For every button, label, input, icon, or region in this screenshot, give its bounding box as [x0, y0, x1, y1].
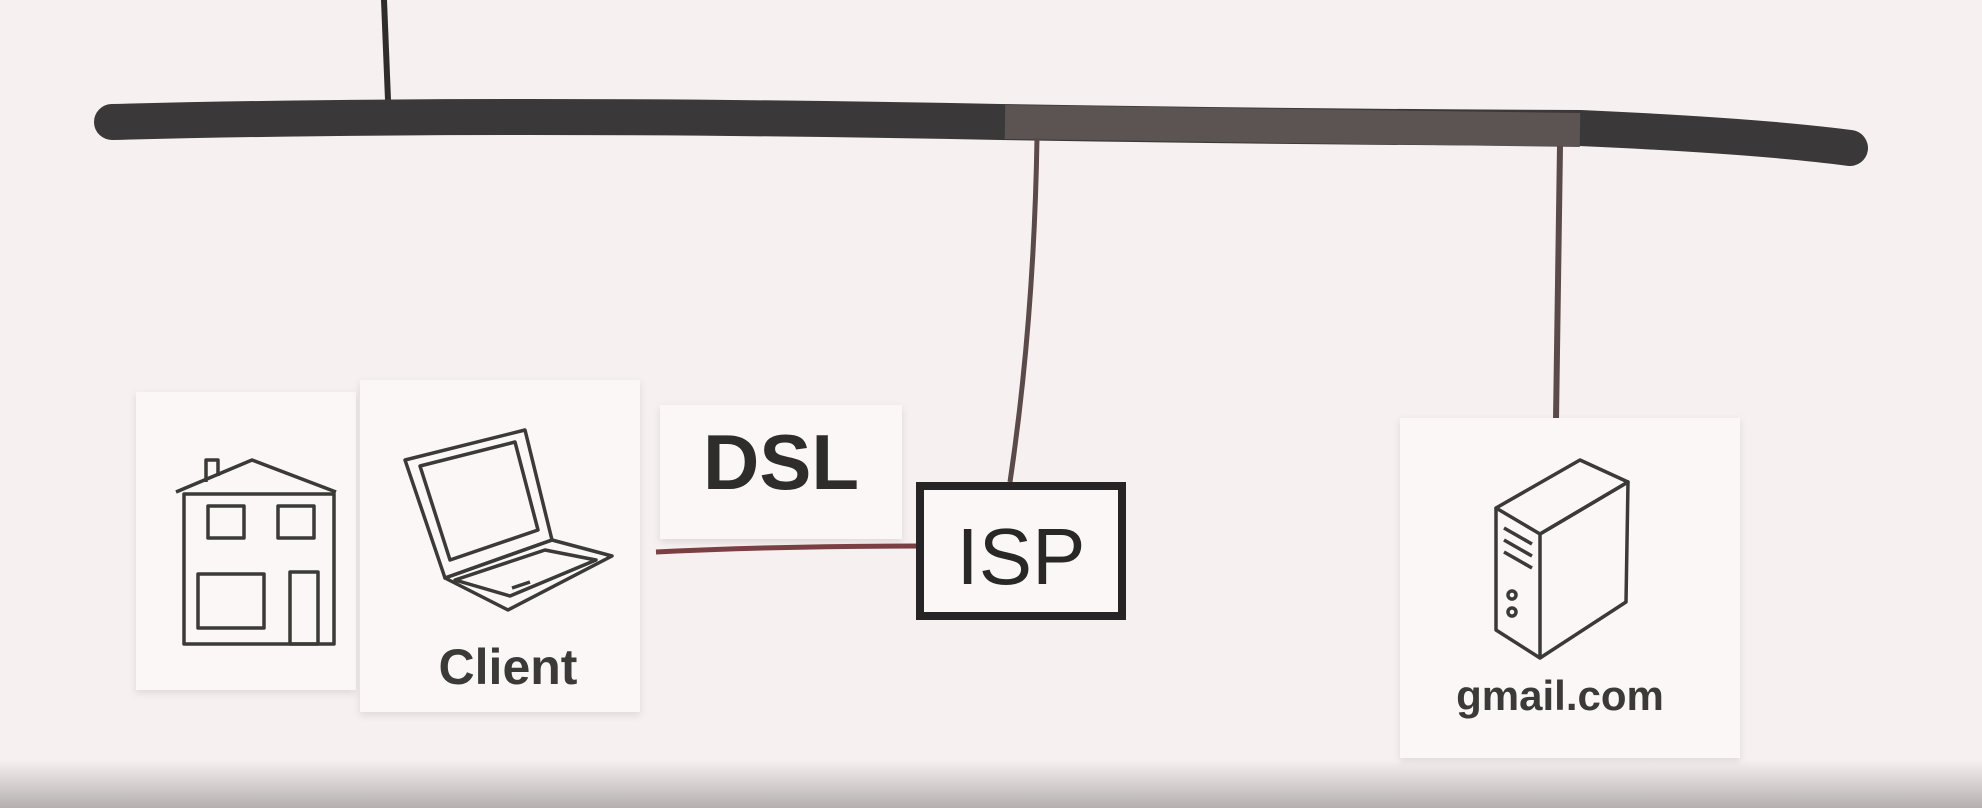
dsl-link-line: [655, 543, 921, 555]
isp-box: ISP: [916, 482, 1126, 620]
isp-connector-line: [1007, 137, 1040, 483]
backbone-middle-segment: [1004, 105, 1581, 147]
internet-backbone: [94, 99, 1868, 166]
isp-label: ISP: [957, 512, 1086, 601]
server-tower-icon: [1494, 458, 1630, 660]
client-card: Client: [360, 380, 640, 712]
laptop-icon: [403, 428, 614, 612]
dsl-label: DSL: [703, 418, 859, 506]
bottom-shadow: [0, 760, 1982, 808]
uplink-line: [381, 0, 391, 103]
server-connector-line: [1553, 145, 1563, 421]
dsl-card: DSL: [660, 405, 902, 539]
house-icon: [175, 458, 337, 646]
client-label: Client: [439, 639, 578, 695]
server-card: gmail.com: [1400, 418, 1740, 758]
home-card: [136, 392, 356, 690]
server-label: gmail.com: [1456, 672, 1664, 719]
